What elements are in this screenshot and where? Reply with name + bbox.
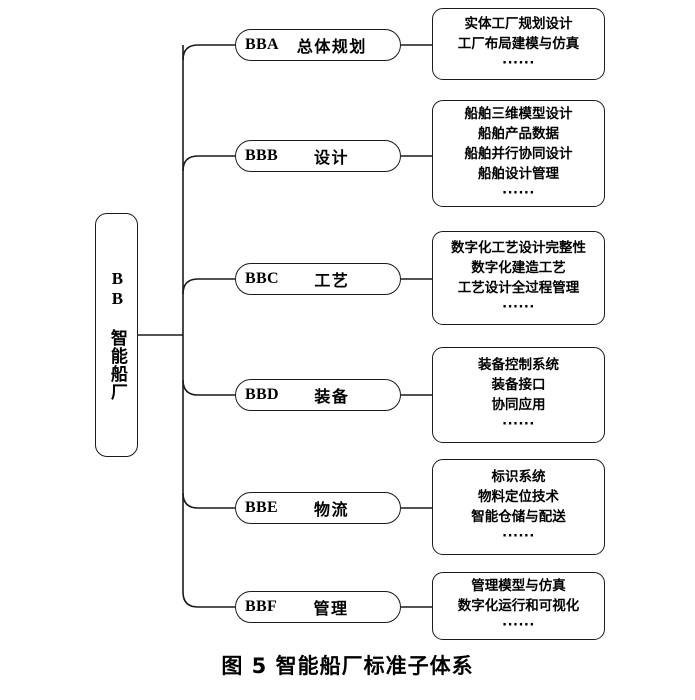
elbow-line-bbd: [182, 379, 235, 396]
branch-code-bbb: BBB: [245, 147, 278, 164]
detail-line: 船舶产品数据: [478, 125, 559, 142]
detail-line: 装备控制系统: [478, 357, 559, 374]
detail-box-bbd[interactable]: 装备控制系统 装备接口 协同应用 ······: [432, 347, 605, 443]
detail-box-bbe[interactable]: 标识系统 物料定位技术 智能仓储与配送 ······: [432, 459, 605, 555]
branch-code-bbf: BBF: [245, 598, 278, 615]
detail-ellipsis: ······: [502, 300, 535, 316]
detail-line: 智能仓储与配送: [471, 509, 566, 526]
detail-box-bbb[interactable]: 船舶三维模型设计 船舶产品数据 船舶并行协同设计 船舶设计管理 ······: [432, 100, 605, 207]
root-node[interactable]: BB 智能船厂: [95, 213, 138, 457]
detail-line: 船舶三维模型设计: [464, 105, 573, 122]
branch-node-bbb[interactable]: BBB 设计: [235, 140, 401, 172]
branch-node-bbd[interactable]: BBD 装备: [235, 379, 401, 411]
branch-name-bbd: 装备: [314, 387, 350, 406]
detail-line: 标识系统: [491, 469, 546, 486]
detail-line: 物料定位技术: [478, 489, 559, 506]
detail-line: 船舶并行协同设计: [464, 145, 573, 162]
detail-box-bba[interactable]: 实体工厂规划设计 工厂布局建模与仿真 ······: [432, 8, 605, 80]
branch-node-bbe[interactable]: BBE 物流: [235, 492, 401, 524]
detail-ellipsis: ······: [502, 417, 535, 433]
detail-line: 协同应用: [491, 397, 546, 414]
branch-name-bbc: 工艺: [314, 271, 350, 290]
detail-line: 实体工厂规划设计: [464, 16, 573, 33]
branch-node-bbc[interactable]: BBC 工艺: [235, 263, 401, 295]
detail-ellipsis: ······: [502, 529, 535, 545]
branch-code-bbd: BBD: [245, 386, 279, 403]
elbow-line-bbf: [182, 591, 235, 608]
elbow-line-bbe: [182, 492, 235, 509]
detail-line: 数字化建造工艺: [471, 260, 566, 277]
branch-node-bba[interactable]: BBA 总体规划: [235, 29, 401, 61]
detail-line: 管理模型与仿真: [471, 578, 566, 595]
detail-line: 工艺设计全过程管理: [457, 280, 580, 297]
elbow-line-bbc: [182, 278, 235, 295]
branch-code-bbe: BBE: [245, 499, 278, 516]
root-node-label: BB 智能船厂: [107, 269, 127, 401]
figure-caption: 图 5 智能船厂标准子体系: [221, 654, 474, 678]
branch-node-bbf[interactable]: BBF 管理: [235, 591, 401, 623]
detail-line: 数字化运行和可视化: [457, 598, 580, 615]
detail-line: 数字化工艺设计完整性: [451, 240, 586, 257]
detail-ellipsis: ······: [502, 56, 535, 72]
branch-name-bbf: 管理: [313, 599, 349, 618]
branch-code-bbc: BBC: [245, 270, 279, 287]
branch-code-bba: BBA: [245, 36, 279, 53]
elbow-line-bba: [182, 44, 235, 61]
detail-line: 装备接口: [491, 377, 546, 394]
detail-ellipsis: ······: [502, 185, 535, 201]
branch-name-bbb: 设计: [313, 148, 349, 167]
detail-box-bbf[interactable]: 管理模型与仿真 数字化运行和可视化 ······: [432, 572, 605, 640]
detail-line: 船舶设计管理: [478, 165, 559, 182]
branch-name-bba: 总体规划: [296, 37, 367, 56]
detail-box-bbc[interactable]: 数字化工艺设计完整性 数字化建造工艺 工艺设计全过程管理 ······: [432, 231, 605, 325]
detail-ellipsis: ······: [502, 618, 535, 634]
branch-name-bbe: 物流: [313, 500, 349, 519]
elbow-line-bbb: [182, 155, 235, 172]
detail-line: 工厂布局建模与仿真: [457, 36, 580, 53]
